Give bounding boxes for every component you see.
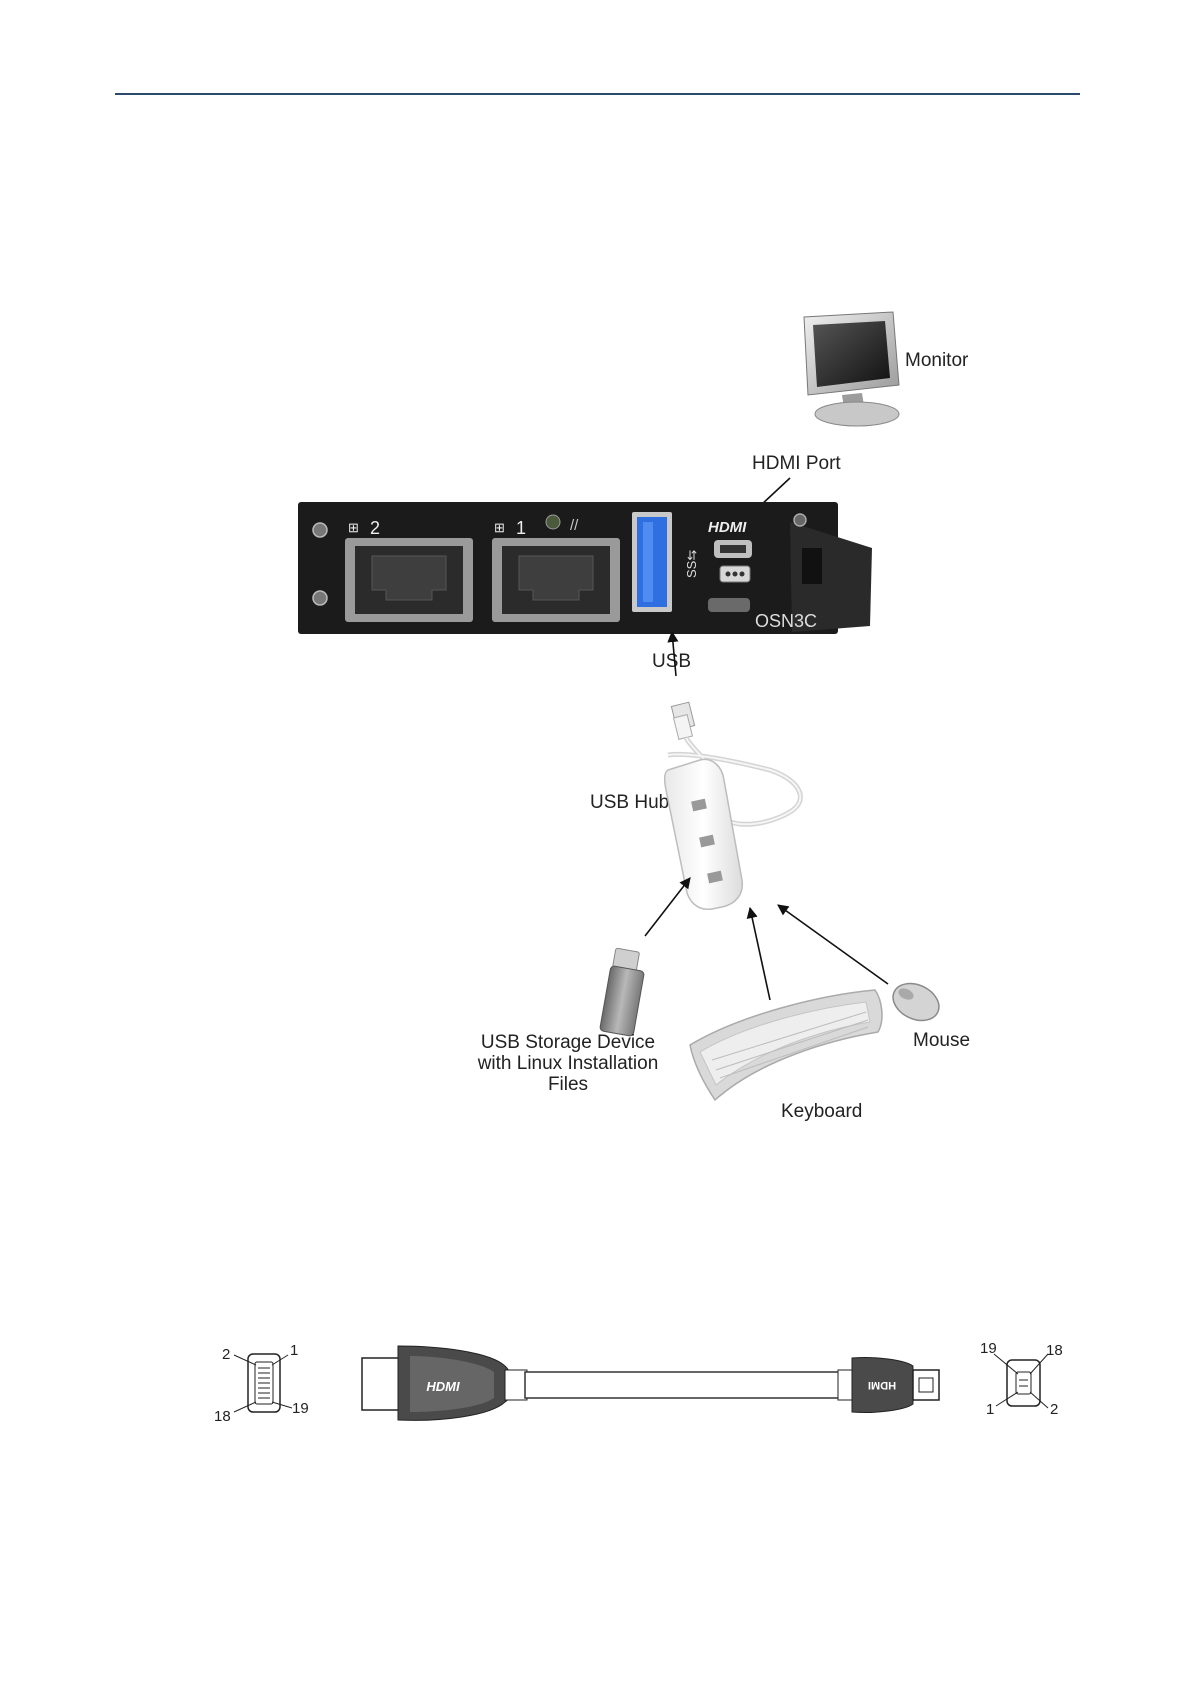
storage-arrow [645, 878, 690, 936]
pin-label: 1 [986, 1401, 994, 1418]
screw-icon [794, 514, 806, 526]
port-2-label: 2 [370, 518, 380, 538]
hdmi-right-pinout [994, 1354, 1048, 1408]
usb-storage-label-line1: USB Storage Device [481, 1032, 655, 1053]
hdmi-logo: HDMI [708, 519, 747, 536]
pin-label: 18 [1046, 1342, 1063, 1359]
pin-label: 19 [292, 1400, 309, 1417]
usb-hub-icon [665, 759, 743, 909]
usb-port [632, 512, 672, 612]
screw-icon [313, 523, 327, 537]
device-panel: ⊞ 2 ⊞ 1 // SS⇆ HDMI OSN3C [298, 502, 872, 634]
hdmi-logo: HDMI [868, 1379, 896, 1391]
usb-storage-icon [600, 948, 645, 1036]
usb-plug-icon [671, 702, 694, 739]
keyboard-arrow [750, 908, 770, 1000]
ethernet-port-2 [345, 538, 473, 622]
pin-label: 1 [290, 1342, 298, 1359]
status-icon: // [570, 517, 579, 534]
hdmi-left-pinout [234, 1354, 292, 1412]
mini-port-icon [708, 598, 750, 612]
monitor-icon [804, 312, 899, 426]
pin-label: 2 [222, 1346, 230, 1363]
keyboard-icon [690, 990, 882, 1100]
usb-hub-label: USB Hub [590, 792, 669, 813]
hdmi-cable-icon: HDMI HDMI [362, 1346, 939, 1420]
hdmi-logo: HDMI [426, 1379, 460, 1394]
port-1-label: 1 [516, 518, 526, 538]
ethernet-port-1 [492, 538, 620, 622]
mouse-label: Mouse [913, 1030, 970, 1051]
pin-label: 19 [980, 1340, 997, 1357]
network-icon: ⊞ [494, 520, 505, 535]
model-label: OSN3C [755, 611, 817, 631]
network-icon: ⊞ [348, 520, 359, 535]
hdmi-port-label: HDMI Port [752, 453, 841, 474]
pin-label: 18 [214, 1408, 231, 1425]
mouse-icon [887, 976, 945, 1027]
usb-ss-icon: SS⇆ [684, 550, 699, 578]
led-icon [546, 515, 560, 529]
usb-label: USB [652, 651, 691, 672]
pin-label: 2 [1050, 1401, 1058, 1418]
screw-icon [313, 591, 327, 605]
mouse-arrow [778, 905, 888, 984]
usb-storage-label-line3: Files [548, 1074, 588, 1095]
usb-storage-label-line2: with Linux Installation [477, 1053, 659, 1074]
monitor-label: Monitor [905, 350, 969, 371]
keyboard-label: Keyboard [781, 1101, 862, 1122]
